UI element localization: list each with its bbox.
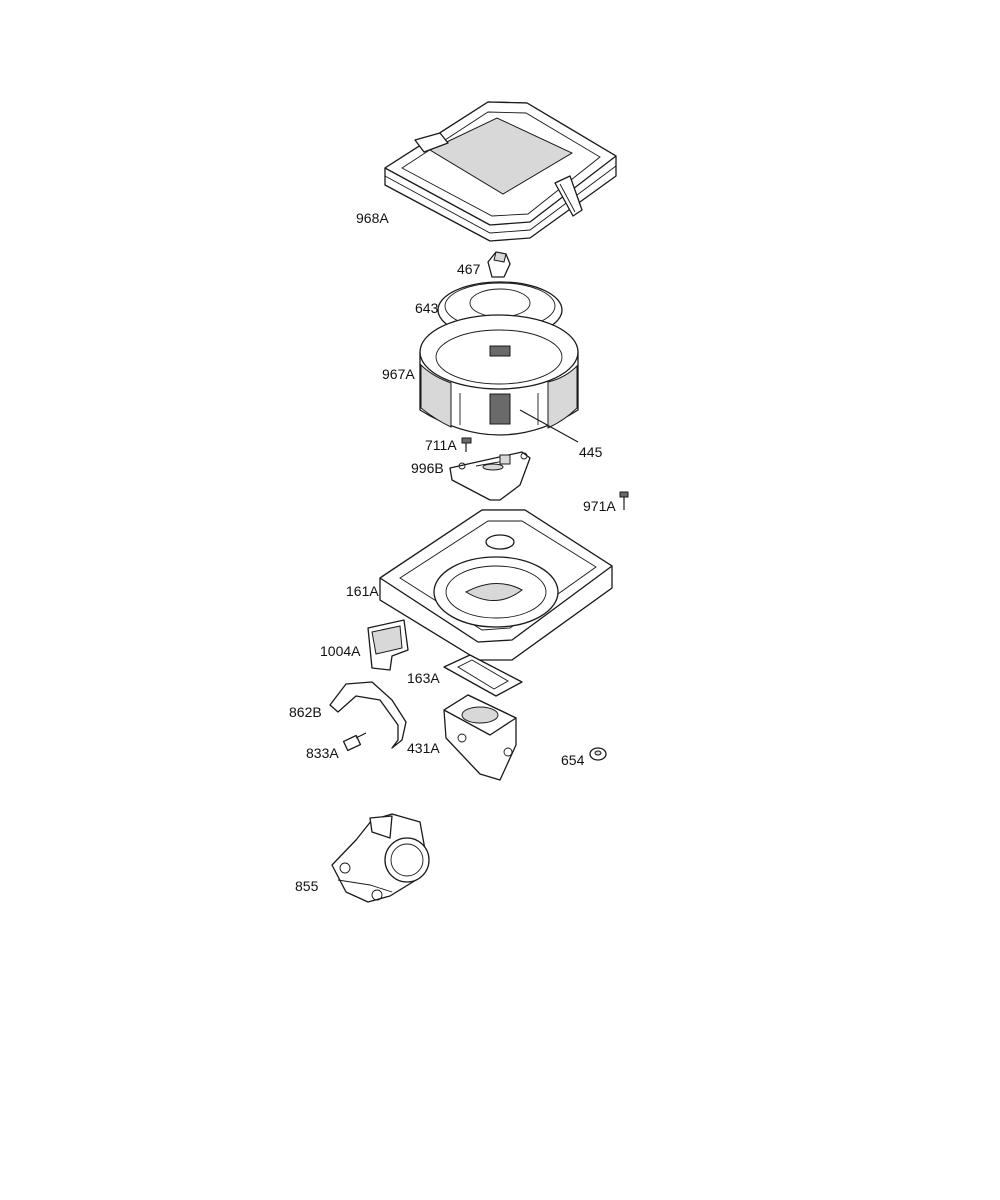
part-163A-gasket[interactable] (443, 654, 523, 697)
label-968A: 968A (356, 210, 389, 226)
label-862B: 862B (289, 704, 322, 720)
label-431A: 431A (407, 740, 440, 756)
part-996B-bracket[interactable] (449, 451, 531, 501)
label-711A: 711A (425, 437, 457, 453)
label-467: 467 (457, 261, 481, 277)
part-833A-screw[interactable] (342, 732, 367, 752)
label-967A: 967A (382, 366, 415, 382)
label-445: 445 (579, 444, 603, 460)
part-711A-screw[interactable] (461, 437, 472, 452)
part-1004A-elbow[interactable] (367, 619, 409, 671)
part-855-carburetor[interactable] (331, 813, 430, 903)
part-968A-cover[interactable] (384, 101, 617, 242)
leader-line-445 (519, 409, 579, 443)
label-996B: 996B (411, 460, 444, 476)
label-654: 654 (561, 752, 585, 768)
part-431A-adapter[interactable] (443, 694, 517, 781)
part-967A-filter[interactable] (419, 314, 579, 436)
part-467-knob[interactable] (487, 251, 511, 278)
label-1004A: 1004A (320, 643, 361, 659)
label-163A: 163A (407, 670, 440, 686)
label-971A: 971A (583, 498, 616, 514)
part-161A-base[interactable] (379, 509, 613, 661)
label-833A: 833A (306, 745, 339, 761)
label-161A: 161A (346, 583, 379, 599)
label-855: 855 (295, 878, 319, 894)
part-862B-bracket[interactable] (329, 681, 407, 749)
part-971A-bolt[interactable] (619, 491, 629, 510)
part-654-nut[interactable] (589, 747, 607, 761)
label-643: 643 (415, 300, 439, 316)
